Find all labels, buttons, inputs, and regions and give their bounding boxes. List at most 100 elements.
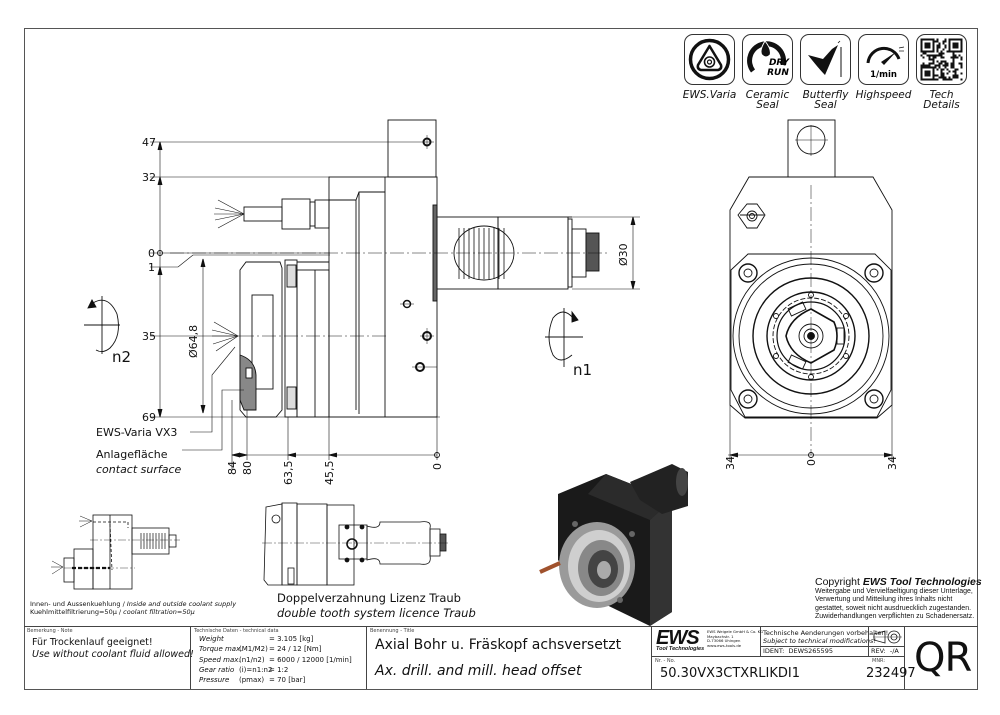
dim-0: 0 (148, 247, 155, 260)
rotation-n2-symbol (84, 296, 120, 354)
ceramic-seal-icon: DRY RUN (742, 34, 793, 85)
run-text: RUN (767, 68, 789, 78)
qr-code-icon (916, 34, 967, 85)
tech-row-label: Pressure (199, 676, 230, 685)
dim-35: 35 (142, 330, 156, 343)
rpm-text: 1/min (870, 70, 897, 80)
tech-row-label: Weight (199, 635, 224, 643)
dim-45-5: 45,5 (323, 460, 336, 486)
feature-ews-varia[interactable]: EWS.Varia (683, 34, 736, 110)
projection-symbol-icon (873, 630, 902, 644)
drawing-frame (24, 28, 978, 690)
tech-row-value: = 1:2 (269, 665, 289, 674)
corner-bolts (738, 263, 884, 409)
tech-row-label: Speed max. (199, 655, 241, 664)
callout-contact-en: contact surface (96, 463, 182, 476)
tech-row-label: Torque max. (199, 645, 243, 654)
front-dim-0: 0 (805, 459, 818, 466)
top-view-small (262, 502, 450, 586)
coolant-note-line2: Kuehlmittelfiltrierung=50µ / coolant fil… (30, 608, 195, 616)
qr-label: QR (914, 635, 972, 681)
tech-row-value: = 24 / 12 [Nm] (269, 645, 322, 654)
nr-header: Nr. - No. (655, 658, 676, 664)
icon-caption: EWS.Varia (682, 89, 737, 101)
note-cell: Bemerkung - Note Für Trockenlauf geeigne… (24, 627, 194, 689)
dim-diameter-shank: Ø30 (617, 243, 630, 266)
callout-ews-varia: EWS-Varia VX3 (96, 426, 178, 439)
note-de: Für Trockenlauf geeignet! (32, 637, 153, 648)
tech-row-symbol: (pmax) (239, 676, 265, 685)
ews-logo-sub: Tool Technologies (656, 646, 705, 652)
tech-row-symbol: (n1/n2) (239, 655, 265, 664)
coolant-schematic (51, 514, 180, 590)
copyright-notice: Copyright EWS Tool Technologies Weiterga… (815, 576, 982, 621)
title-block: Bemerkung - Note Für Trockenlauf geeigne… (24, 626, 978, 690)
side-view (84, 119, 640, 470)
ews-logo: EWS (656, 627, 700, 649)
rotation-n1-label: n1 (573, 361, 593, 379)
title-cell: Benennung - Title Axial Bohr u. Fräskopf… (367, 627, 652, 689)
dim-84: 84 (226, 461, 239, 475)
tech-row-value: = 70 [bar] (269, 676, 306, 685)
feature-highspeed[interactable]: 1/min Highspeed (855, 34, 912, 110)
icon-caption: Highspeed (855, 89, 912, 101)
tech-header: Technische Daten - technical data (194, 628, 279, 634)
copyright-line: Weitergabe und Vervielfaeltigung dieser … (815, 588, 973, 595)
changes-de: Technische Aenderungen vorbehalten! (763, 629, 889, 637)
dim-32: 32 (142, 171, 156, 184)
double-tooth-en: double tooth system licence Traub (277, 606, 476, 620)
copyright-line: Verwertung und Mitteilung ihres Inhalts … (815, 596, 953, 604)
front-dim-34-right: 34 (886, 456, 899, 470)
tech-row-symbol: (i)=n1:n2 (239, 665, 273, 674)
coolant-note-line1: Innen- und Aussenkuehlung / Inside and o… (30, 600, 237, 608)
ident-field: IDENT: DEWS265595 (763, 647, 833, 655)
dim-63-5: 63,5 (282, 460, 295, 486)
note-en: Use without coolant fluid allowed! (32, 649, 194, 660)
tech-row-value: = 6000 / 12000 [1/min] (269, 655, 352, 664)
dim-47: 47 (142, 136, 156, 149)
dim-1: 1 (148, 261, 155, 274)
copyright-prefix: Copyright (815, 576, 863, 588)
product-3d-render (539, 464, 688, 626)
title-en: Ax. drill. and mill. head offset (375, 663, 582, 679)
mnr-value: 232497 (866, 666, 916, 681)
changes-en: Subject to technical modifications! (763, 637, 876, 645)
id-cell: EWS Tool Technologies EWS Weigele GmbH &… (652, 627, 916, 689)
tech-row-symbol: (M1/M2) (239, 645, 268, 654)
note-header: Bemerkung - Note (27, 628, 73, 634)
tech-row-label: Gear ratio (199, 665, 235, 674)
tech-row-value: = 3.105 [kg] (269, 635, 314, 643)
part-number: 50.30VX3CTXRLIKDI1 (660, 666, 800, 681)
dim-69: 69 (142, 411, 156, 424)
copyright-brand: EWS Tool Technologies (862, 576, 982, 588)
dim-80: 80 (241, 461, 254, 475)
copyright-line: Zuwiderhandlungen verpflichten zu Schade… (815, 612, 975, 620)
front-dim-34-left: 34 (724, 456, 737, 470)
title-de: Axial Bohr u. Fräskopf achsversetzt (375, 637, 622, 653)
double-tooth-de: Doppelverzahnung Lizenz Traub (277, 591, 461, 605)
callout-contact-de: Anlagefläche (96, 448, 168, 461)
rotation-n1-symbol (545, 308, 583, 367)
dim-diameter-body: Ø64,8 (187, 324, 200, 358)
highspeed-icon: 1/min (858, 34, 909, 85)
rotation-n2-label: n2 (112, 348, 132, 366)
copyright-line: gestattet, soweit nicht ausdruecklich zu… (815, 604, 972, 612)
front-view (728, 119, 893, 462)
tech-data-cell: Technische Daten - technical data Weight… (191, 627, 367, 689)
butterfly-seal-icon (800, 34, 851, 85)
rev-field: REV: -/A (871, 647, 899, 655)
mnr-header: MNR: (872, 658, 886, 664)
ews-varia-icon (684, 34, 735, 85)
title-header: Benennung - Title (370, 628, 415, 634)
dry-text: DRY (769, 58, 791, 68)
dim-0-bottom: 0 (431, 463, 444, 470)
